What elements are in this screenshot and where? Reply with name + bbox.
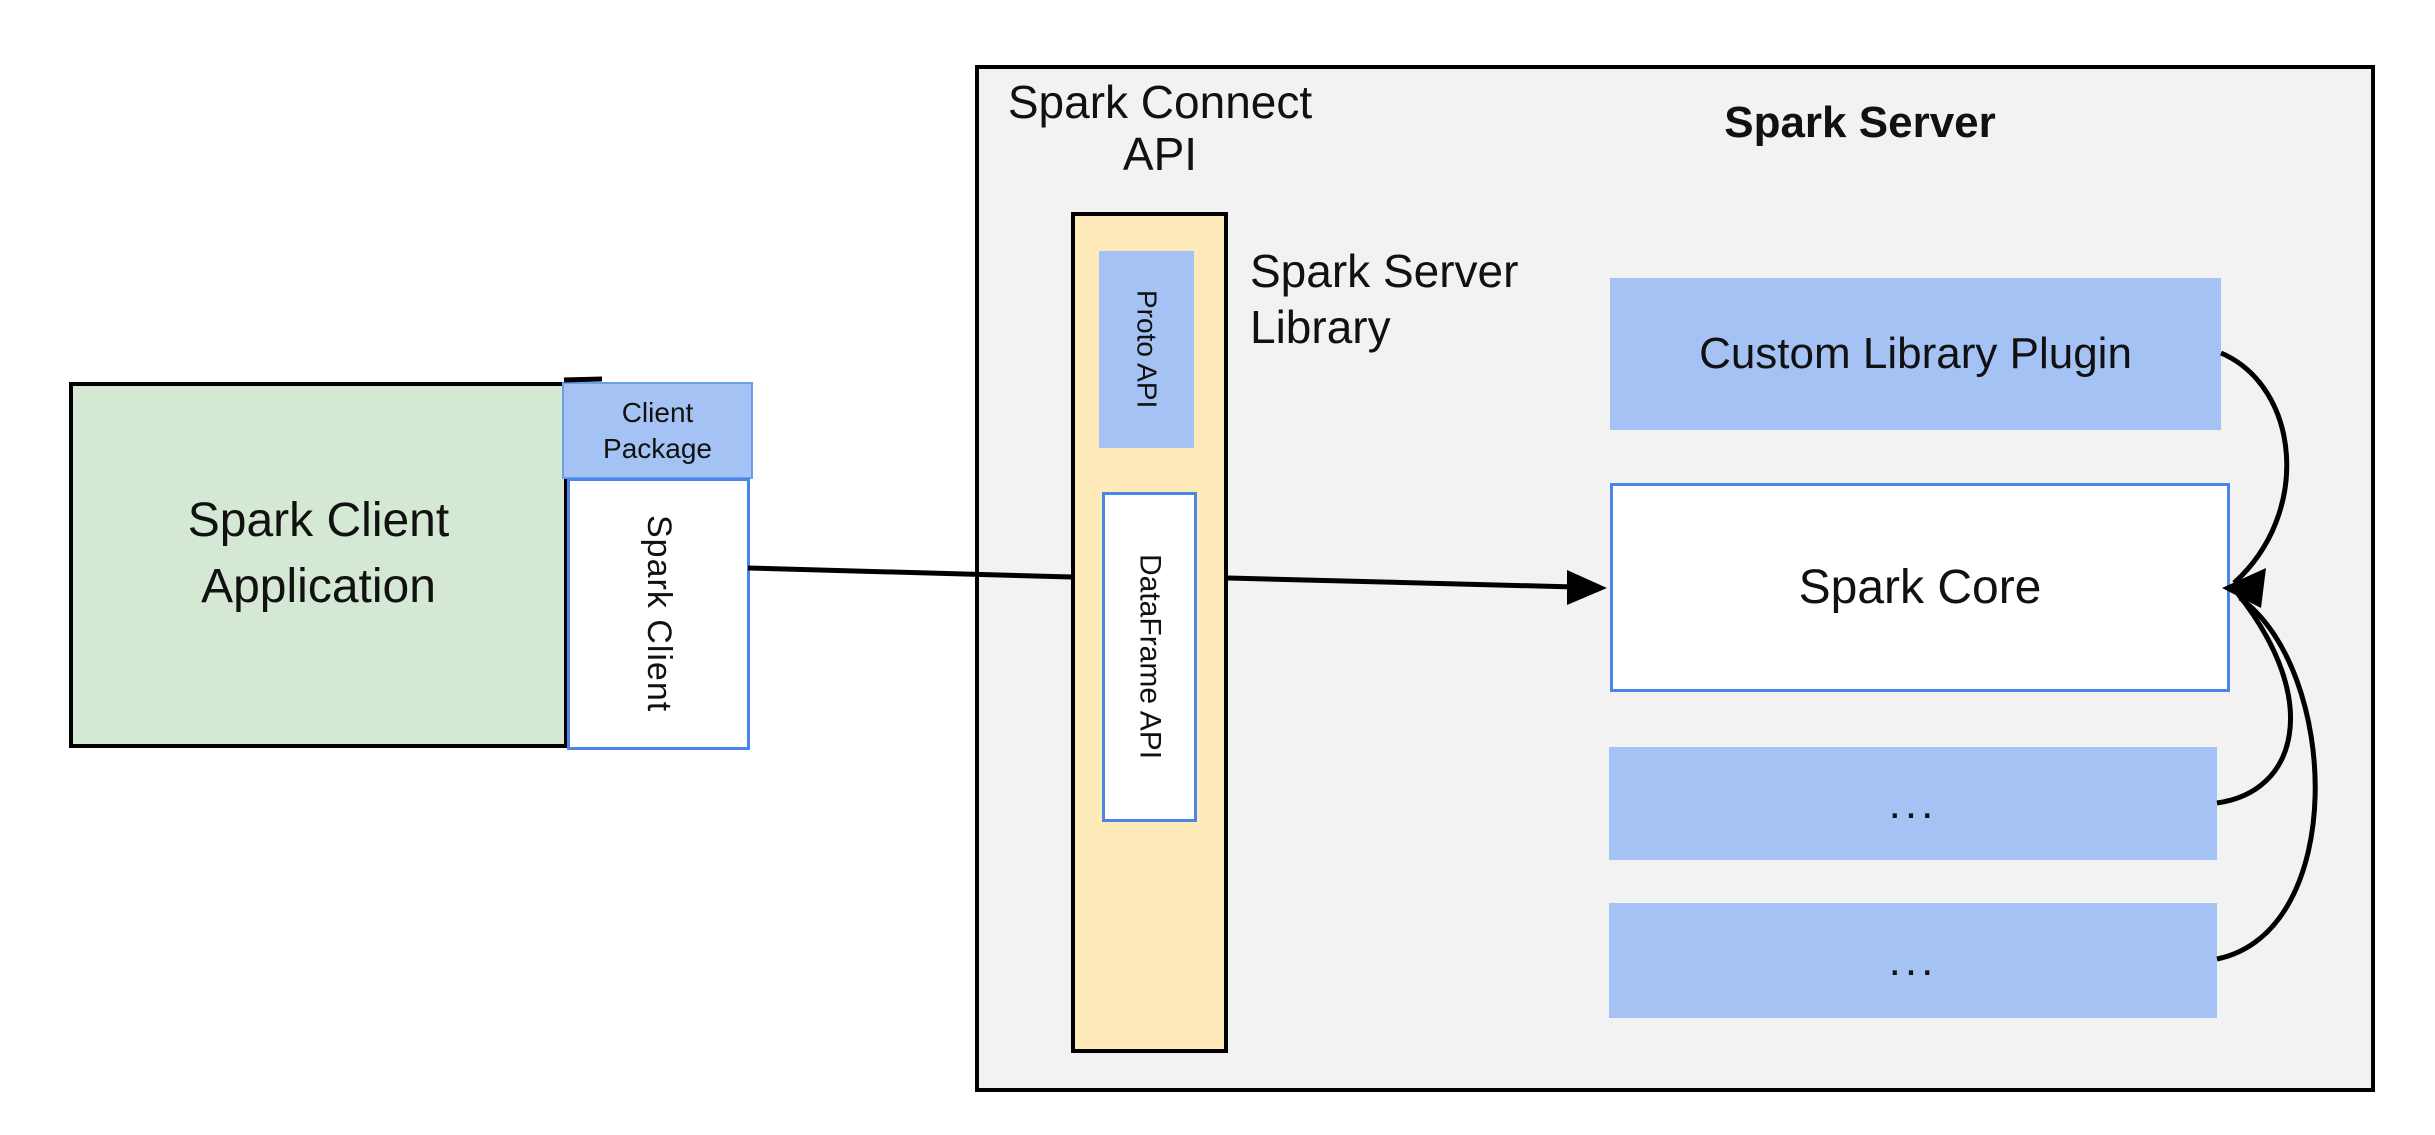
ellipsis-box-2: ... — [1609, 903, 2217, 1018]
client-package-box: Client Package — [562, 382, 753, 479]
dataframe-api-label: DataFrame API — [1133, 554, 1167, 760]
ellipsis-box-1: ... — [1609, 747, 2217, 860]
spark-client-label: Spark Client — [640, 515, 678, 713]
spark-server-library-label: Spark Server Library — [1250, 245, 1519, 353]
spark-connect-api-title: Spark Connect API — [1007, 76, 1313, 180]
green-box-border-overshoot — [563, 376, 603, 383]
spark-client-application-box — [69, 382, 568, 748]
spark-core-label: Spark Core — [1798, 561, 2042, 614]
spark-core-box: Spark Core — [1610, 483, 2230, 692]
ellipsis-box-1-label: ... — [1888, 778, 1938, 828]
client-package-label: Client Package — [603, 396, 712, 464]
spark-server-title: Spark Server — [1724, 98, 1996, 147]
spark-client-box: Spark Client — [567, 478, 750, 750]
proto-api-label: Proto API — [1131, 290, 1163, 409]
proto-api-box: Proto API — [1099, 251, 1194, 448]
custom-library-plugin-box: Custom Library Plugin — [1610, 278, 2221, 430]
spark-client-application-label: Spark Client Application — [187, 494, 450, 613]
custom-library-plugin-label: Custom Library Plugin — [1699, 329, 2132, 378]
ellipsis-box-2-label: ... — [1888, 935, 1938, 985]
dataframe-api-box: DataFrame API — [1102, 492, 1197, 822]
